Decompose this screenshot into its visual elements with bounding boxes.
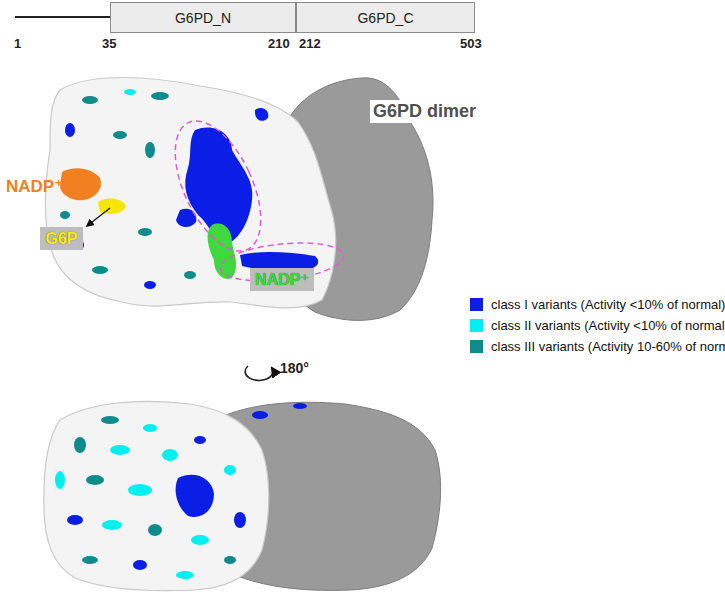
legend-text: class II variants (Activity <10% of norm… <box>491 318 725 333</box>
monomer-surface <box>45 78 335 308</box>
legend-row: class II variants (Activity <10% of norm… <box>470 318 725 333</box>
legend-swatch <box>470 319 483 332</box>
legend-swatch <box>470 298 483 311</box>
rotation-label: 180° <box>280 360 309 376</box>
legend-swatch <box>470 340 483 353</box>
residue-number: 503 <box>460 36 482 51</box>
residue-number: 35 <box>102 36 116 51</box>
legend-text: class I variants (Activity <10% of norma… <box>491 297 725 312</box>
legend-text: class III variants (Activity 10-60% of n… <box>491 339 725 354</box>
rotation-arrow <box>245 366 273 380</box>
domain-box: G6PD_C <box>296 2 475 33</box>
legend-row: class III variants (Activity 10-60% of n… <box>470 339 725 354</box>
node-text: G6PD_N <box>175 10 231 26</box>
ligand-label-box: G6P <box>40 227 83 250</box>
ligand-label-box: NADP⁺ <box>250 268 314 291</box>
domain-box: G6PD_N <box>110 2 296 33</box>
monomer-surface <box>44 401 269 590</box>
sequence-line <box>15 16 110 18</box>
residue-number: 210 <box>268 36 290 51</box>
variant-patches-bottom <box>55 403 307 579</box>
residue-number: 1 <box>14 36 21 51</box>
ligand-label: NADP⁺ <box>6 176 63 197</box>
node-text: G6PD_C <box>357 10 413 26</box>
residue-number: 212 <box>299 36 321 51</box>
node-text: NADP⁺ <box>255 270 309 289</box>
node-text: G6P <box>45 230 77 248</box>
legend-row: class I variants (Activity <10% of norma… <box>470 297 725 312</box>
variant-patches-top <box>60 89 346 289</box>
dimer-label: G6PD dimer <box>370 100 479 123</box>
leader-arrow <box>87 208 110 226</box>
